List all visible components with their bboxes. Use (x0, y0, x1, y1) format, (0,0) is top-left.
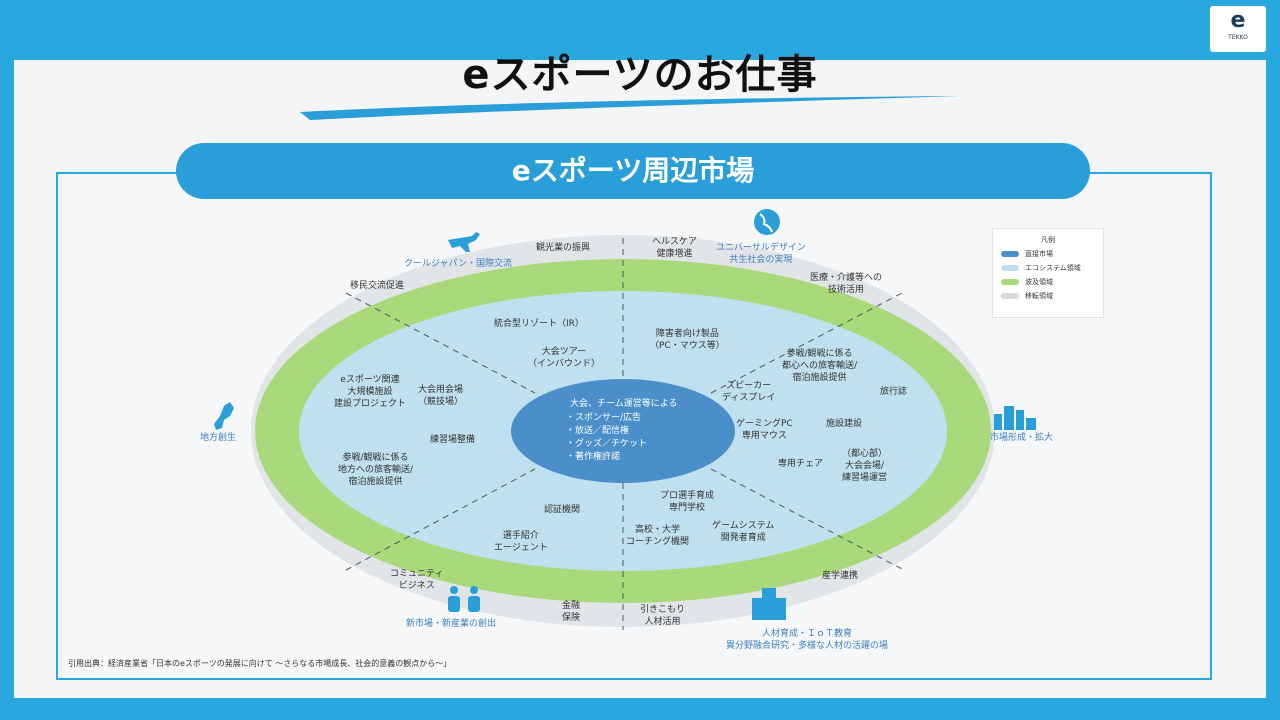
logo-name: TEKKO (1228, 34, 1248, 41)
label-cool-japan: クールジャパン・国際交流 (404, 259, 513, 269)
label-city-venue: （都心部） 大会会場/ 練習場運営 (842, 449, 888, 483)
legend-title: 凡例 (1041, 236, 1055, 244)
label-facility: 施設建設 (826, 419, 863, 429)
legend-item: 移転領域 (1001, 291, 1095, 301)
label-chair: 専用チェア (778, 459, 824, 469)
citation: 引用出典：経済産業省「日本のeスポーツの発展に向けて ～さらなる市場成長、社会的… (68, 659, 452, 668)
label-travel-local: 参戦/観戦に係る 地方への旅客輸送/ 宿泊施設提供 (338, 453, 414, 487)
center-item: ・放送／配信権 (566, 426, 630, 436)
label-coaching: 高校・大学 コーチング機関 (626, 525, 690, 547)
label-medical: 医療・介護等への 技術活用 (810, 273, 883, 295)
people-icon (448, 586, 480, 612)
label-sangaku: 産学連携 (822, 571, 859, 581)
city-skyline-icon (994, 406, 1036, 430)
label-tour: 大会ツアー （インバウンド） (528, 347, 601, 369)
label-market-growth: 市場形成・拡大 (990, 433, 1054, 443)
japan-map-icon (214, 402, 234, 430)
label-large-facility: eスポーツ関連 大規模施設 建設プロジェクト (334, 375, 407, 409)
school-building-icon (752, 588, 786, 620)
label-tourism: 観光業の振興 (536, 243, 591, 253)
label-hikikomori: 引きこもり 人材活用 (640, 605, 686, 627)
center-item: ・グッズ／チケット (566, 439, 648, 449)
label-disabled-products: 障害者向け製品 （PC・マウス等） (650, 329, 725, 351)
tekko-logo: e TEKKO (1210, 6, 1266, 52)
center-item: ・スポンサー/広告 (566, 413, 642, 423)
label-regional-revival: 地方創生 (200, 433, 237, 443)
label-venue: 大会用会場 （競技場） (418, 385, 464, 407)
logo-mark: e (1230, 8, 1246, 33)
label-certification: 認証機関 (544, 505, 581, 515)
section-banner: eスポーツ周辺市場 (176, 143, 1090, 199)
legend-item: 波及領域 (1001, 277, 1095, 287)
direct-market-zone (511, 379, 735, 483)
label-game-dev: ゲームシステム 開発者育成 (712, 521, 775, 543)
diagram-legend: 凡例 直接市場 エコシステム領域 波及領域 移転領域 (992, 228, 1104, 318)
label-exchange: 移民交流促進 (350, 281, 405, 291)
label-human-resources: 人材育成・ＩｏＴ教育 異分野融合研究・多様な人材の活躍の場 (726, 629, 889, 651)
label-universal-design: ユニバーサルデザイン 共生社会の実現 (716, 243, 806, 265)
label-practice: 練習場整備 (430, 435, 476, 445)
label-speaker: スピーカー ディスプレイ (722, 381, 776, 403)
center-item: ・著作権許諾 (566, 452, 621, 462)
label-new-market: 新市場・新産業の創出 (406, 619, 497, 629)
label-community: コミュニティ ビジネス (390, 569, 444, 591)
label-travel: 旅行誌 (880, 387, 908, 397)
slide-title: eスポーツのお仕事 (462, 52, 818, 98)
divider-lines (345, 238, 905, 630)
center-heading: 大会、チーム運営等による (570, 399, 678, 409)
globe-icon (754, 209, 780, 235)
label-pro-school: プロ選手育成 専門学校 (660, 491, 715, 513)
legend-item: エコシステム領域 (1001, 263, 1095, 273)
label-travel-city: 参戦/観戦に係る 都心への旅客輸送/ 宿泊施設提供 (782, 349, 858, 383)
label-gaming-pc: ゲーミングPC 専用マウス (736, 419, 793, 441)
label-health: ヘルスケア 健康増進 (652, 237, 698, 259)
label-ir: 統合型リゾート（IR） (494, 319, 584, 329)
legend-item: 直接市場 (1001, 249, 1095, 259)
airplane-icon (448, 232, 480, 252)
label-finance: 金融 保険 (562, 601, 581, 623)
label-agent: 選手紹介 エージェント (494, 531, 548, 553)
